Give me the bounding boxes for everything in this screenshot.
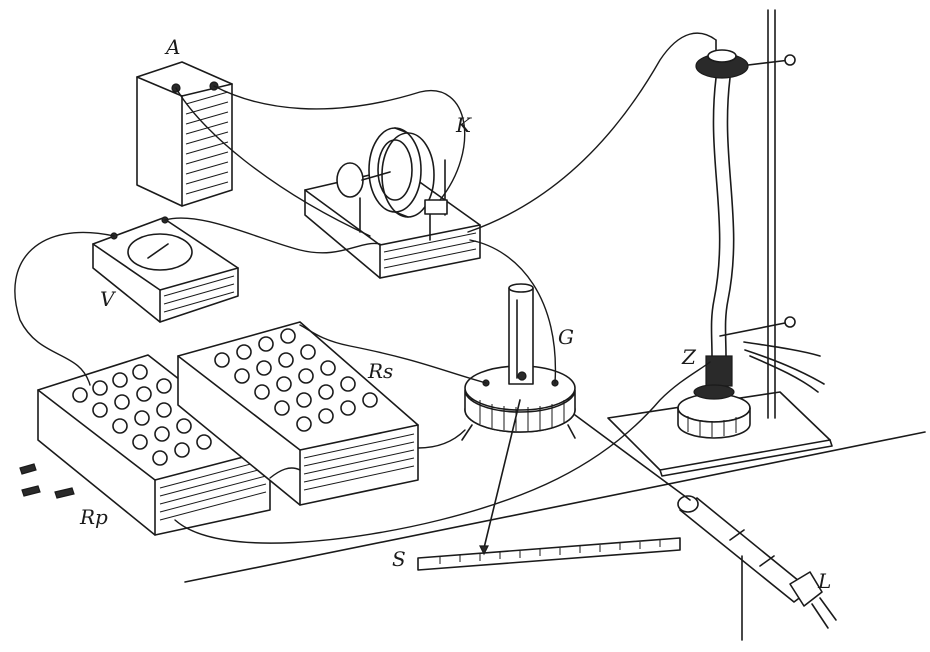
retort-stand [607, 9, 833, 477]
resistance-box-rs [177, 321, 419, 506]
connecting-wires [14, 32, 717, 544]
loose-plugs [19, 463, 75, 499]
label-rp: Rp [79, 505, 108, 529]
lamp-l [574, 414, 837, 641]
label-a: A [164, 35, 180, 59]
resistance-box-rp [37, 354, 271, 536]
key-k [304, 127, 481, 279]
table-edge [184, 431, 926, 583]
label-g: G [558, 325, 574, 349]
label-s: S [392, 547, 406, 571]
battery-a [136, 61, 233, 207]
voltmeter-v [92, 216, 239, 323]
label-v: V [100, 287, 117, 311]
labels: A K V Rs Rp G Z S L [79, 35, 831, 593]
label-z: Z [681, 345, 697, 369]
label-l: L [817, 569, 831, 593]
label-k: K [455, 113, 472, 137]
rs-plugs [214, 328, 378, 432]
galvanometer-g [461, 283, 576, 441]
scale-s [417, 399, 681, 571]
label-rs: Rs [367, 359, 393, 383]
